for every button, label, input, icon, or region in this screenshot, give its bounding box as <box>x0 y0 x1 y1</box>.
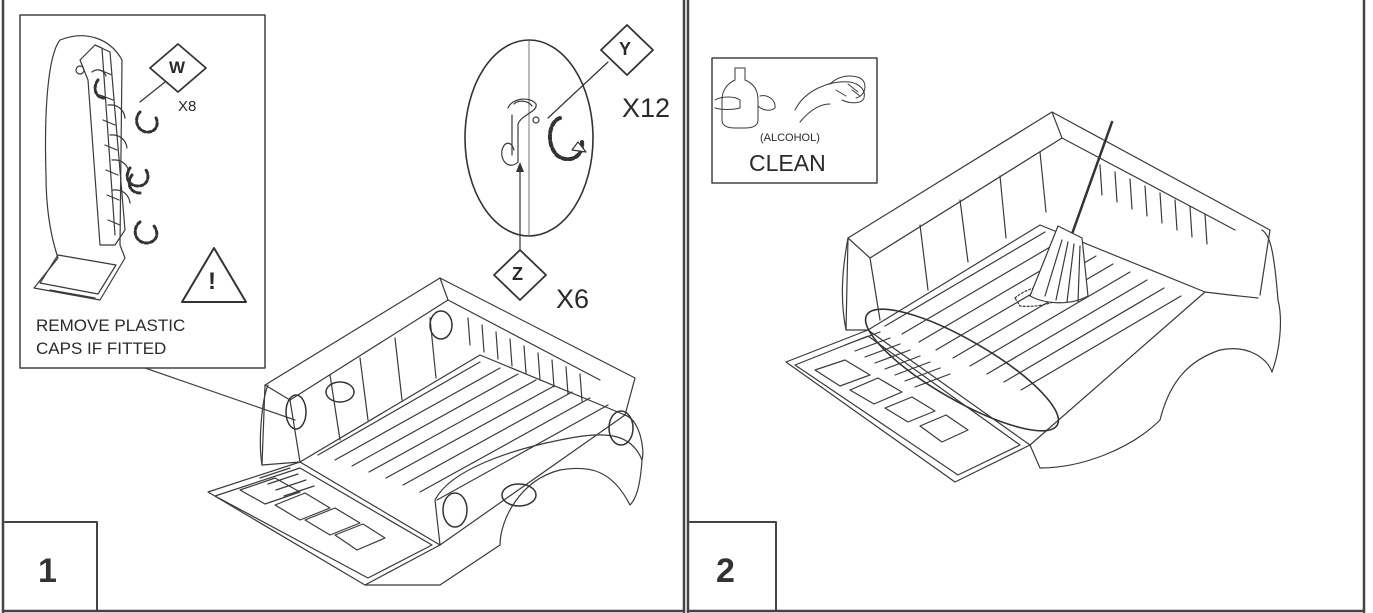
panel-number-box-2 <box>689 521 777 612</box>
inset-action-label: CLEAN <box>749 150 826 176</box>
panel-number-1: 1 <box>38 552 57 590</box>
panel-number-box-1 <box>4 521 98 612</box>
inset-box-2 <box>711 57 878 184</box>
panel-number-2: 2 <box>716 552 735 590</box>
tag-y-label: Y <box>619 39 632 59</box>
tag-y-diamond <box>600 24 654 76</box>
tag-w-diamond <box>149 43 207 93</box>
broom-icon <box>1029 120 1114 304</box>
callout-leader-line <box>144 367 296 421</box>
fastener-qty-z: X6 <box>556 284 590 314</box>
fastener-qty-w: X8 <box>178 98 197 115</box>
bedside-bracket-illustration <box>33 35 131 301</box>
tag-w-label: W <box>169 58 186 77</box>
panel-1-frame <box>1 0 686 613</box>
arrow-head-icon <box>571 141 587 153</box>
rotation-arrow-y <box>548 116 585 162</box>
tag-z-label: Z <box>512 264 523 284</box>
warning-triangle-icon <box>181 247 247 303</box>
truck-bed-illustration-1 <box>207 277 644 586</box>
rotation-arrows-w <box>93 78 159 245</box>
inset-sub-label: (ALCOHOL) <box>760 132 820 144</box>
hands-with-bottle-icon <box>714 67 776 129</box>
detail-oval-y-z <box>464 39 594 237</box>
tailgate-seam-highlight <box>864 308 1060 432</box>
panel-2-frame <box>686 0 1366 613</box>
fastener-qty-y: X12 <box>622 93 671 123</box>
warning-exclamation-icon: ! <box>208 268 216 295</box>
tag-z-diamond <box>493 249 547 301</box>
hand-wiping-cloth-icon <box>794 75 866 123</box>
caution-text-line2: CAPS IF FITTED <box>36 339 167 358</box>
inset-box-1 <box>19 14 266 369</box>
caution-text-line1: REMOVE PLASTIC <box>36 316 186 335</box>
